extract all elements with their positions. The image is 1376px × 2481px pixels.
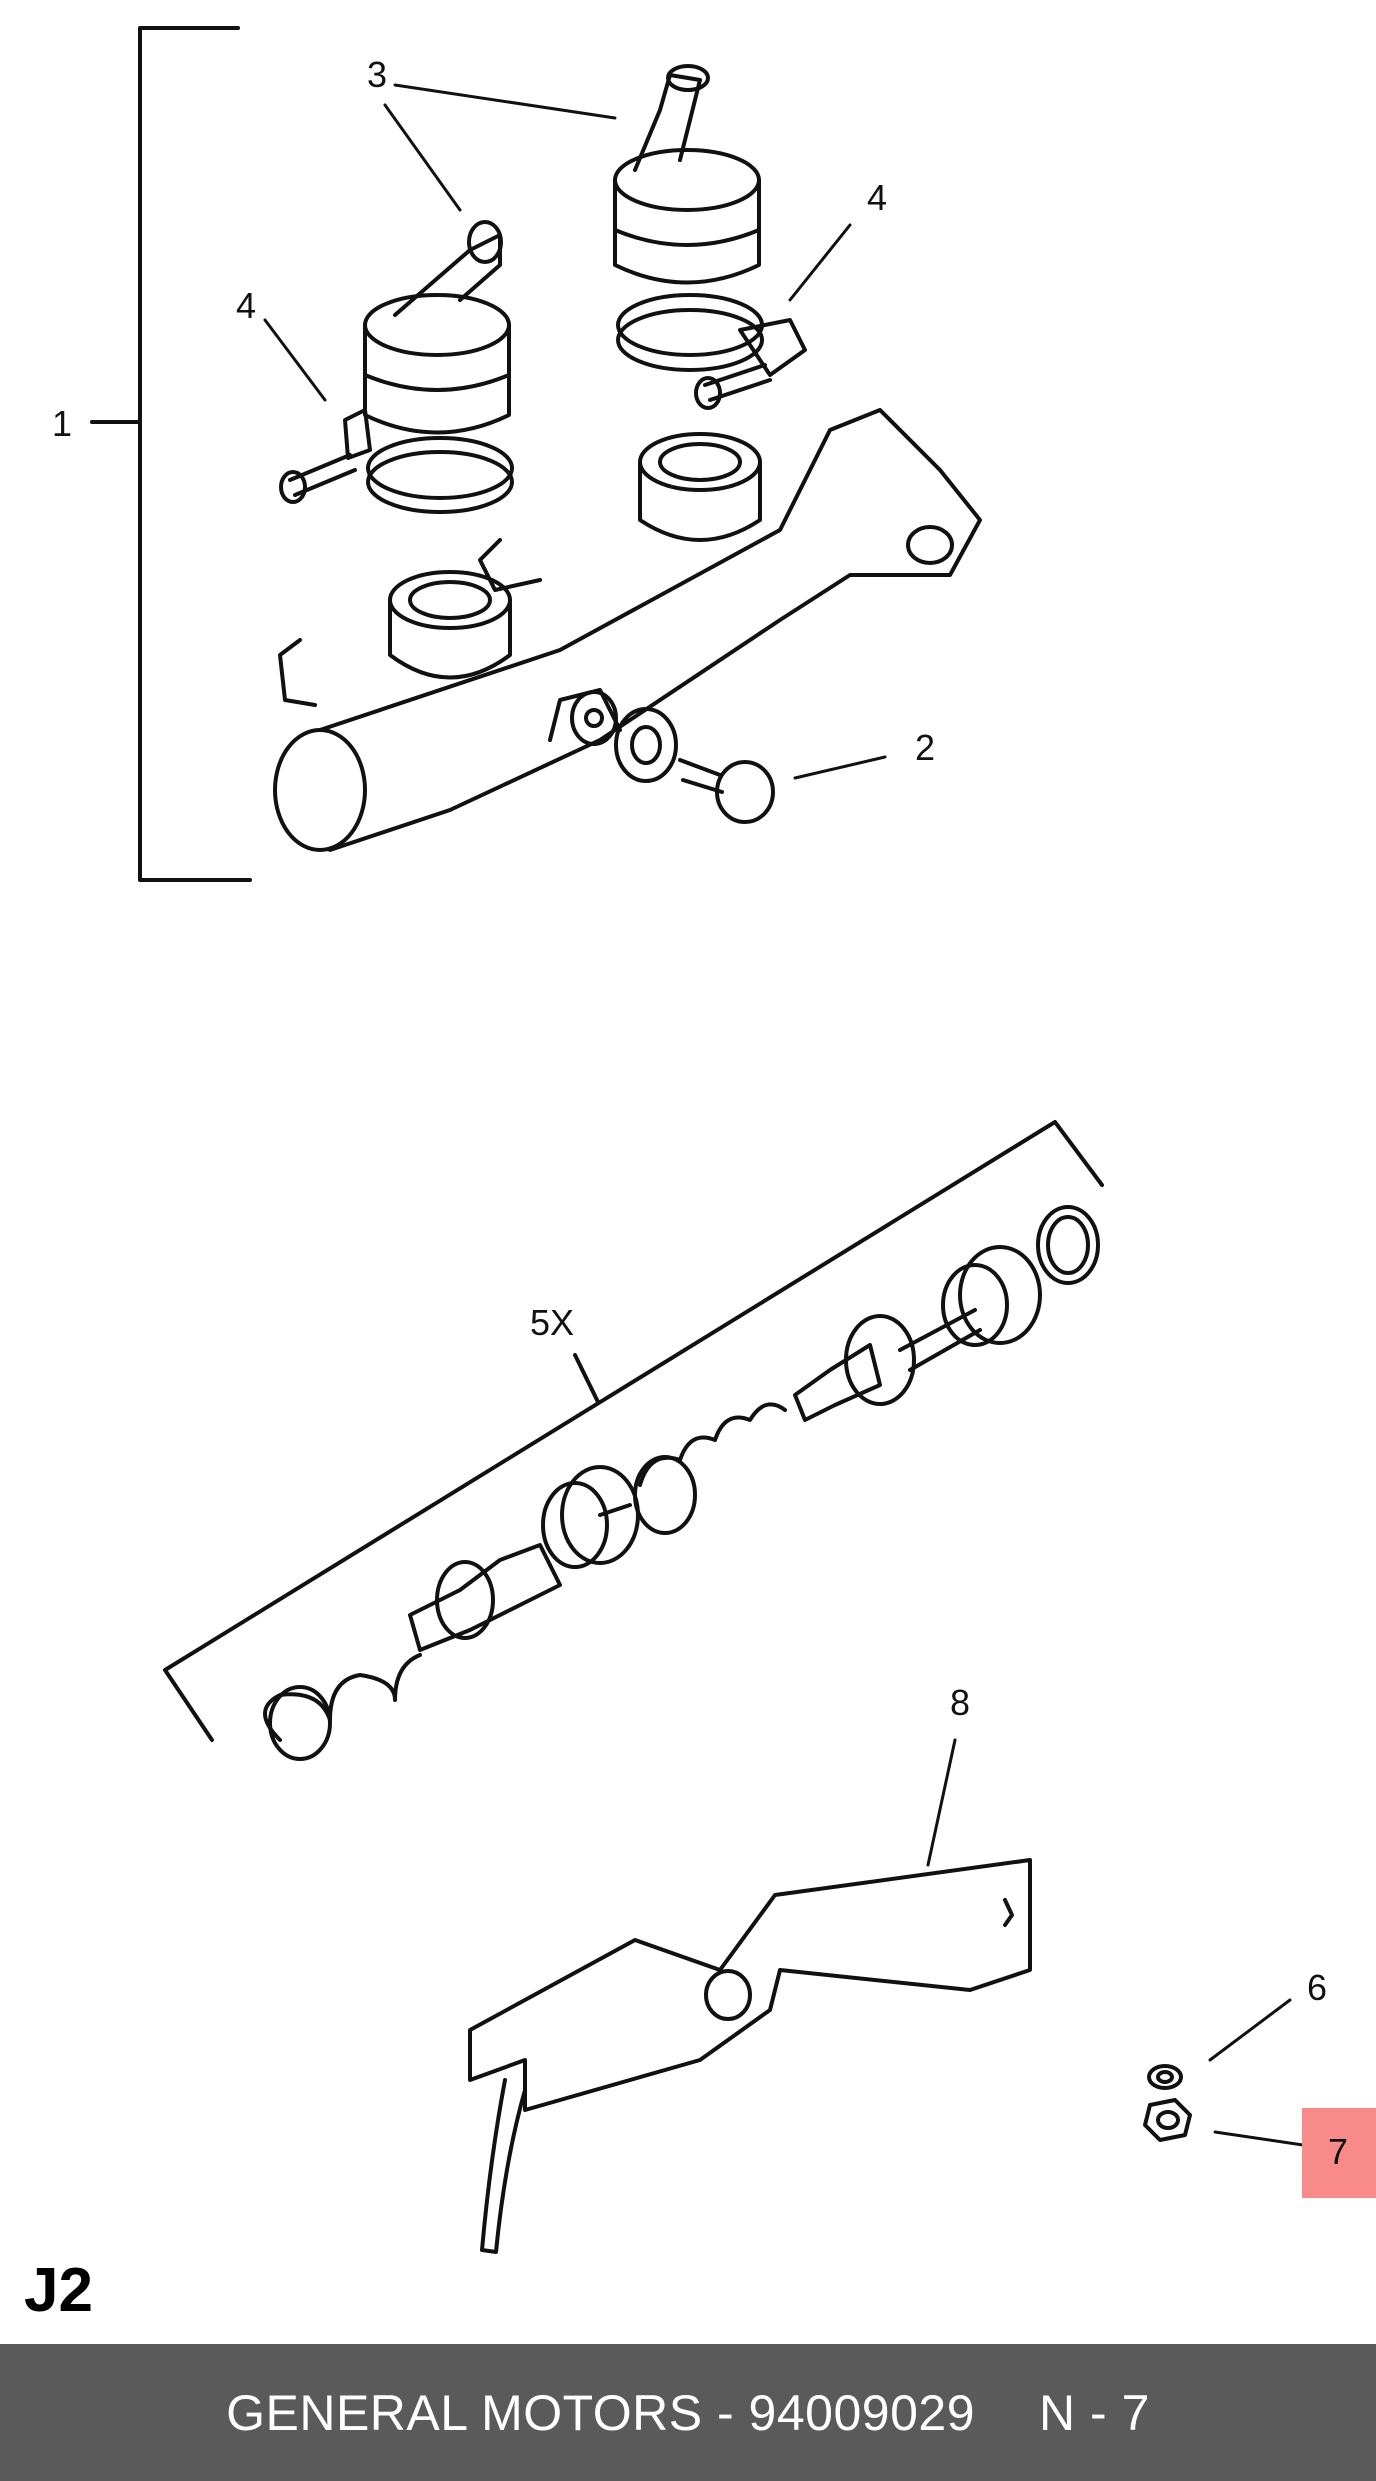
bracket-plate bbox=[468, 1858, 1032, 2254]
master-cylinder-body bbox=[273, 408, 982, 852]
callout-5x: 5X bbox=[530, 1302, 574, 1343]
exploded-parts-diagram: 1 2 3 4 4 5X 6 8 bbox=[52, 26, 1327, 2254]
washer-and-plug-bolt bbox=[614, 707, 775, 824]
callout-7: 7 bbox=[1328, 2131, 1348, 2172]
callout-8: 8 bbox=[950, 1682, 970, 1723]
reservoir-cap-rear bbox=[613, 64, 761, 285]
leader-lines bbox=[263, 83, 1305, 2147]
footer-part-number: GENERAL MOTORS - 94009029 bbox=[226, 2384, 976, 2441]
callout-1: 1 bbox=[52, 403, 72, 444]
spring-washer bbox=[1147, 2064, 1183, 2090]
hex-nut bbox=[1143, 2098, 1192, 2142]
section-code: J2 bbox=[24, 2256, 93, 2325]
piston-kit-bracket bbox=[163, 1120, 1104, 1742]
circlip bbox=[1036, 1205, 1100, 1285]
callout-2: 2 bbox=[915, 727, 935, 768]
assembly-bracket bbox=[90, 26, 252, 882]
highlighted-callout-box: 7 bbox=[1302, 2108, 1376, 2198]
footer-page: N - 7 bbox=[1039, 2384, 1150, 2441]
footer-bar: GENERAL MOTORS - 94009029 N - 7 bbox=[0, 2344, 1376, 2481]
callout-6: 6 bbox=[1307, 1967, 1327, 2008]
springs bbox=[263, 1402, 787, 1761]
seal-ring-front bbox=[366, 436, 514, 514]
callout-4-left: 4 bbox=[236, 285, 256, 326]
callout-4-right: 4 bbox=[867, 177, 887, 218]
reservoir-port-rear bbox=[638, 432, 762, 542]
primary-piston bbox=[408, 1465, 640, 1652]
reservoir-port-front bbox=[388, 570, 512, 680]
clamp-screw-front bbox=[279, 408, 372, 504]
secondary-piston bbox=[793, 1245, 1042, 1422]
clamp-screw-rear bbox=[694, 318, 807, 410]
reservoir-cap-front bbox=[363, 220, 511, 435]
callout-3: 3 bbox=[367, 54, 387, 95]
